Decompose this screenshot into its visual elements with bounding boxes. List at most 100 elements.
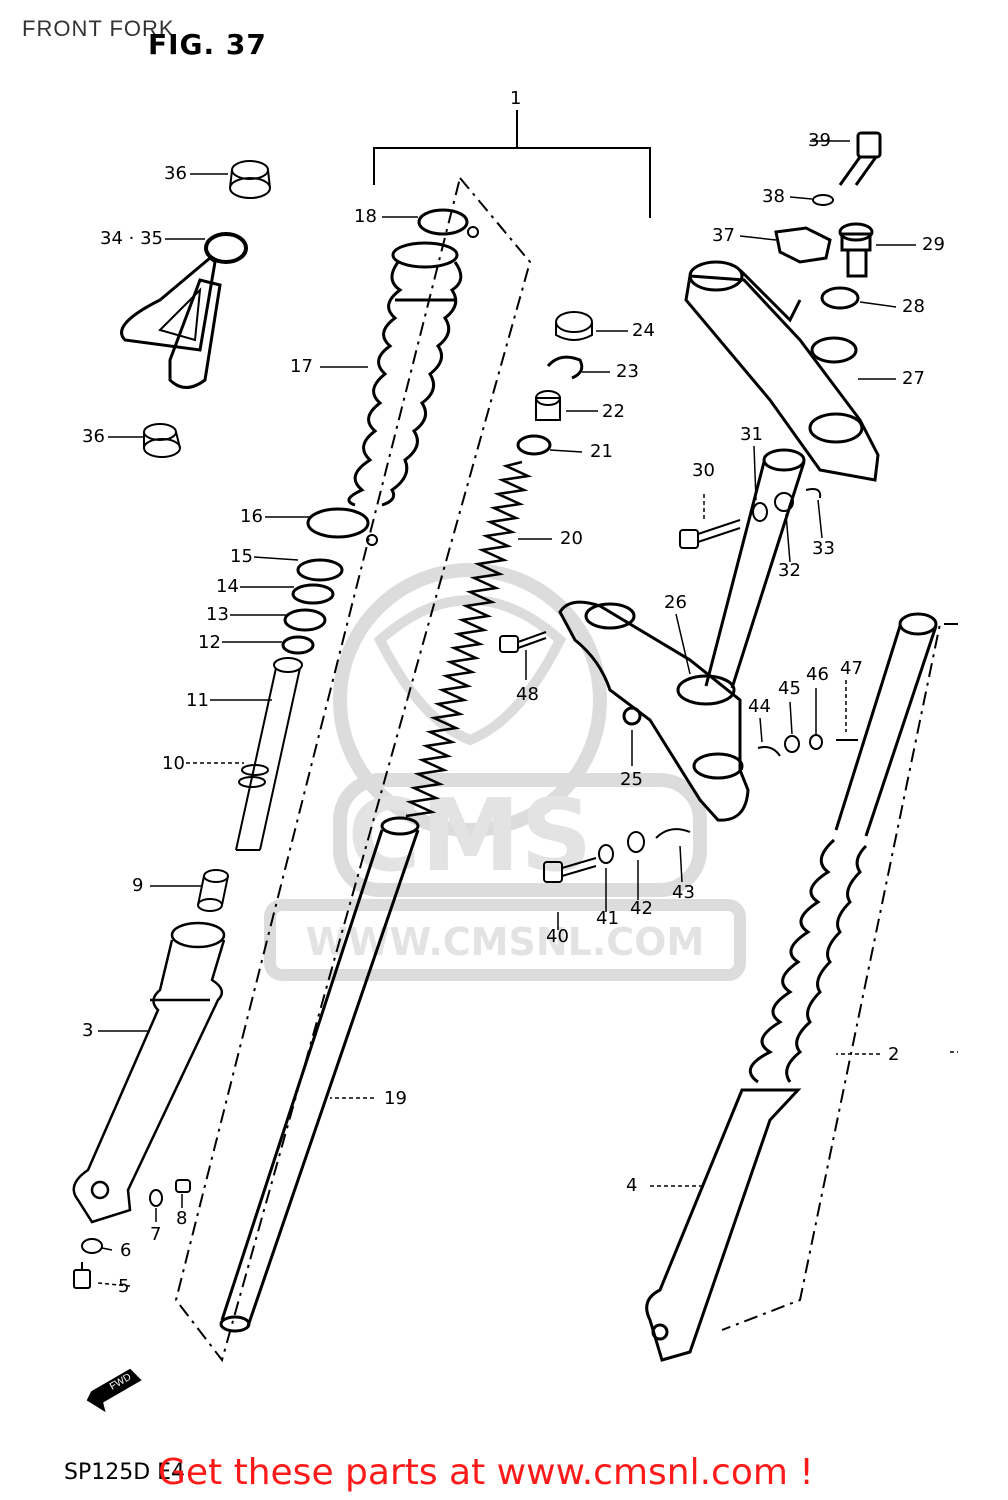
rebound-spring-part bbox=[197, 869, 229, 912]
drain-bolt-part bbox=[73, 1262, 91, 1289]
model-code: SP125D E4 bbox=[64, 1460, 186, 1485]
callout-30: 30 bbox=[692, 460, 715, 481]
washer-part bbox=[752, 502, 768, 522]
callout-22: 22 bbox=[602, 401, 625, 422]
clip-part bbox=[757, 746, 781, 757]
washer-part bbox=[784, 735, 800, 753]
callout-29: 29 bbox=[922, 234, 945, 255]
nut-part bbox=[809, 734, 823, 750]
callout-43: 43 bbox=[672, 882, 695, 903]
bushing-part bbox=[229, 160, 271, 199]
boot-clamp-part bbox=[306, 507, 378, 546]
handlebar-holder-part bbox=[774, 226, 832, 264]
assembly-bracket bbox=[373, 110, 651, 218]
callout-19: 19 bbox=[384, 1088, 407, 1109]
callout-26: 26 bbox=[664, 592, 687, 613]
callout-1: 1 bbox=[510, 88, 522, 109]
washer-part bbox=[81, 1238, 103, 1254]
watermark-logo: CMS WWW.CMSNL.COM bbox=[264, 563, 746, 981]
bushing-part bbox=[143, 423, 181, 458]
headlight-bracket-part bbox=[120, 232, 248, 389]
callout-39: 39 bbox=[808, 130, 831, 151]
callout-11: 11 bbox=[186, 690, 209, 711]
callout-7: 7 bbox=[150, 1224, 162, 1245]
screw-part bbox=[175, 1179, 191, 1193]
bolt-part bbox=[838, 222, 874, 278]
callout-4: 4 bbox=[626, 1175, 638, 1196]
callout-48: 48 bbox=[516, 684, 539, 705]
steering-stem-part bbox=[558, 448, 806, 822]
washer-part bbox=[516, 434, 552, 456]
callout-42: 42 bbox=[630, 898, 653, 919]
callout-13: 13 bbox=[206, 604, 229, 625]
spring-seat-part bbox=[535, 390, 561, 421]
upper-bracket-part bbox=[684, 260, 880, 482]
callout-40: 40 bbox=[546, 926, 569, 947]
callout-20: 20 bbox=[560, 528, 583, 549]
bolt-part bbox=[543, 857, 597, 883]
bolt-part bbox=[679, 519, 741, 549]
callout-38: 38 bbox=[762, 186, 785, 207]
washer-part bbox=[627, 831, 645, 853]
callout-2: 2 bbox=[888, 1044, 900, 1065]
fork-leg-right-part bbox=[645, 612, 938, 1362]
callout-28: 28 bbox=[902, 296, 925, 317]
callout-46: 46 bbox=[806, 664, 829, 685]
washer-part bbox=[774, 492, 794, 512]
fork-assembly-outline bbox=[174, 175, 532, 1363]
bolt-part bbox=[838, 131, 882, 186]
callout-16: 16 bbox=[240, 506, 263, 527]
fwd-arrow-icon: FWD bbox=[86, 1368, 142, 1413]
circlip-part bbox=[546, 355, 584, 380]
callout-31: 31 bbox=[740, 424, 763, 445]
callout-23: 23 bbox=[616, 361, 639, 382]
callout-25: 25 bbox=[620, 769, 643, 790]
callout-47: 47 bbox=[840, 658, 863, 679]
watermark-url: WWW.CMSNL.COM bbox=[306, 920, 705, 964]
callout-12: 12 bbox=[198, 632, 221, 653]
fork-boot-part bbox=[347, 241, 463, 507]
callout-27: 27 bbox=[902, 368, 925, 389]
get-parts-link[interactable]: Get these parts at www.cmsnl.com ! bbox=[158, 1452, 814, 1493]
callout-34-35: 34 · 35 bbox=[100, 228, 163, 249]
callout-24: 24 bbox=[632, 320, 655, 341]
callout-9: 9 bbox=[132, 875, 144, 896]
boot-clamp-part bbox=[417, 208, 479, 238]
callout-5: 5 bbox=[118, 1276, 130, 1297]
inner-tube-part bbox=[219, 816, 420, 1333]
callout-8: 8 bbox=[176, 1208, 188, 1229]
fork-spring-part bbox=[405, 460, 533, 818]
callout-41: 41 bbox=[596, 908, 619, 929]
clip-part bbox=[655, 828, 691, 839]
washer-part bbox=[149, 1189, 163, 1207]
washer-part bbox=[820, 286, 860, 310]
callout-45: 45 bbox=[778, 678, 801, 699]
watermark-brand: CMS bbox=[348, 777, 593, 894]
leader-lines bbox=[97, 140, 958, 1287]
callout-18: 18 bbox=[354, 206, 377, 227]
callout-15: 15 bbox=[230, 546, 253, 567]
callout-36-top: 36 bbox=[164, 163, 187, 184]
callout-32: 32 bbox=[778, 560, 801, 581]
callout-10: 10 bbox=[162, 753, 185, 774]
cap-part bbox=[555, 311, 593, 341]
fork-assembly-outline bbox=[721, 623, 958, 1331]
callout-3: 3 bbox=[82, 1020, 94, 1041]
callout-21: 21 bbox=[590, 441, 613, 462]
callout-36-bottom: 36 bbox=[82, 426, 105, 447]
callout-33: 33 bbox=[812, 538, 835, 559]
callout-17: 17 bbox=[290, 356, 313, 377]
seal-parts bbox=[281, 558, 344, 655]
washer-part bbox=[812, 194, 834, 206]
callout-6: 6 bbox=[120, 1240, 132, 1261]
page-title: FRONT FORK bbox=[22, 16, 175, 41]
callout-44: 44 bbox=[748, 696, 771, 717]
callout-14: 14 bbox=[216, 576, 239, 597]
damper-rod-part bbox=[235, 657, 303, 851]
bolt-part bbox=[499, 631, 547, 653]
clip-part bbox=[805, 488, 822, 499]
outer-tube-left-part bbox=[72, 921, 226, 1224]
washer-part bbox=[598, 844, 614, 864]
callout-37: 37 bbox=[712, 225, 735, 246]
